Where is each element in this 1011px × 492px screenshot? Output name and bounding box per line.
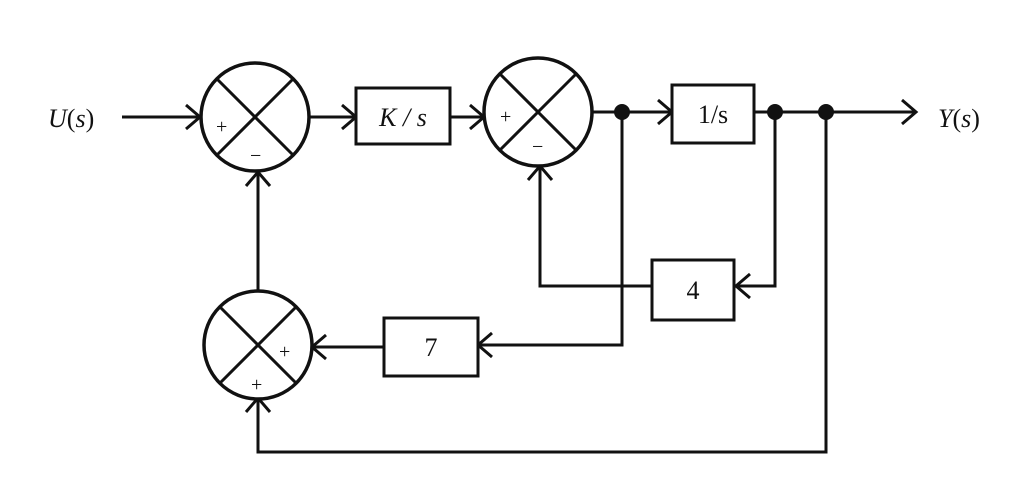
block-gain-4-label: 4 (687, 276, 700, 305)
block-k-over-s-label: K / s (378, 103, 427, 132)
input-label: U(s) (48, 104, 94, 133)
sum1-minus-sign: − (250, 145, 261, 167)
block-gain-7: 7 (382, 316, 480, 378)
output-label-arg: s (961, 104, 971, 133)
input-label-var: U (48, 104, 69, 133)
sum1-plus-sign: + (216, 116, 227, 138)
summing-junction-1: + − (199, 61, 311, 173)
sum3-plus-bottom-sign: + (251, 374, 262, 396)
block-gain-4: 4 (650, 258, 736, 322)
inner-feedback-line-in (736, 112, 777, 288)
summing-junction-3: + + (202, 289, 314, 401)
branch-node-1 (614, 104, 630, 120)
output-arrowhead (901, 98, 919, 126)
block-gain-7-label: 7 (425, 333, 438, 362)
block-integrator-label: 1/s (698, 100, 728, 129)
input-label-arg: s (75, 104, 85, 133)
sum3-plus-right-sign: + (279, 341, 290, 363)
block-k-over-s: K / s (354, 86, 452, 146)
sum2-minus-sign: − (532, 136, 543, 158)
block-integrator: 1/s (670, 83, 756, 145)
output-label-var: Y (938, 104, 955, 133)
output-label: Y(s) (938, 104, 980, 133)
branch-node-2 (767, 104, 783, 120)
branch-node-3 (818, 104, 834, 120)
summing-junction-2: + − (482, 56, 594, 168)
inner-feedback-arrowhead-in (733, 272, 751, 300)
gain7-feedback-line-in (478, 112, 624, 347)
sum2-plus-sign: + (500, 106, 511, 128)
inner-feedback-line-out (538, 166, 652, 288)
outer-feedback-line (256, 112, 828, 454)
